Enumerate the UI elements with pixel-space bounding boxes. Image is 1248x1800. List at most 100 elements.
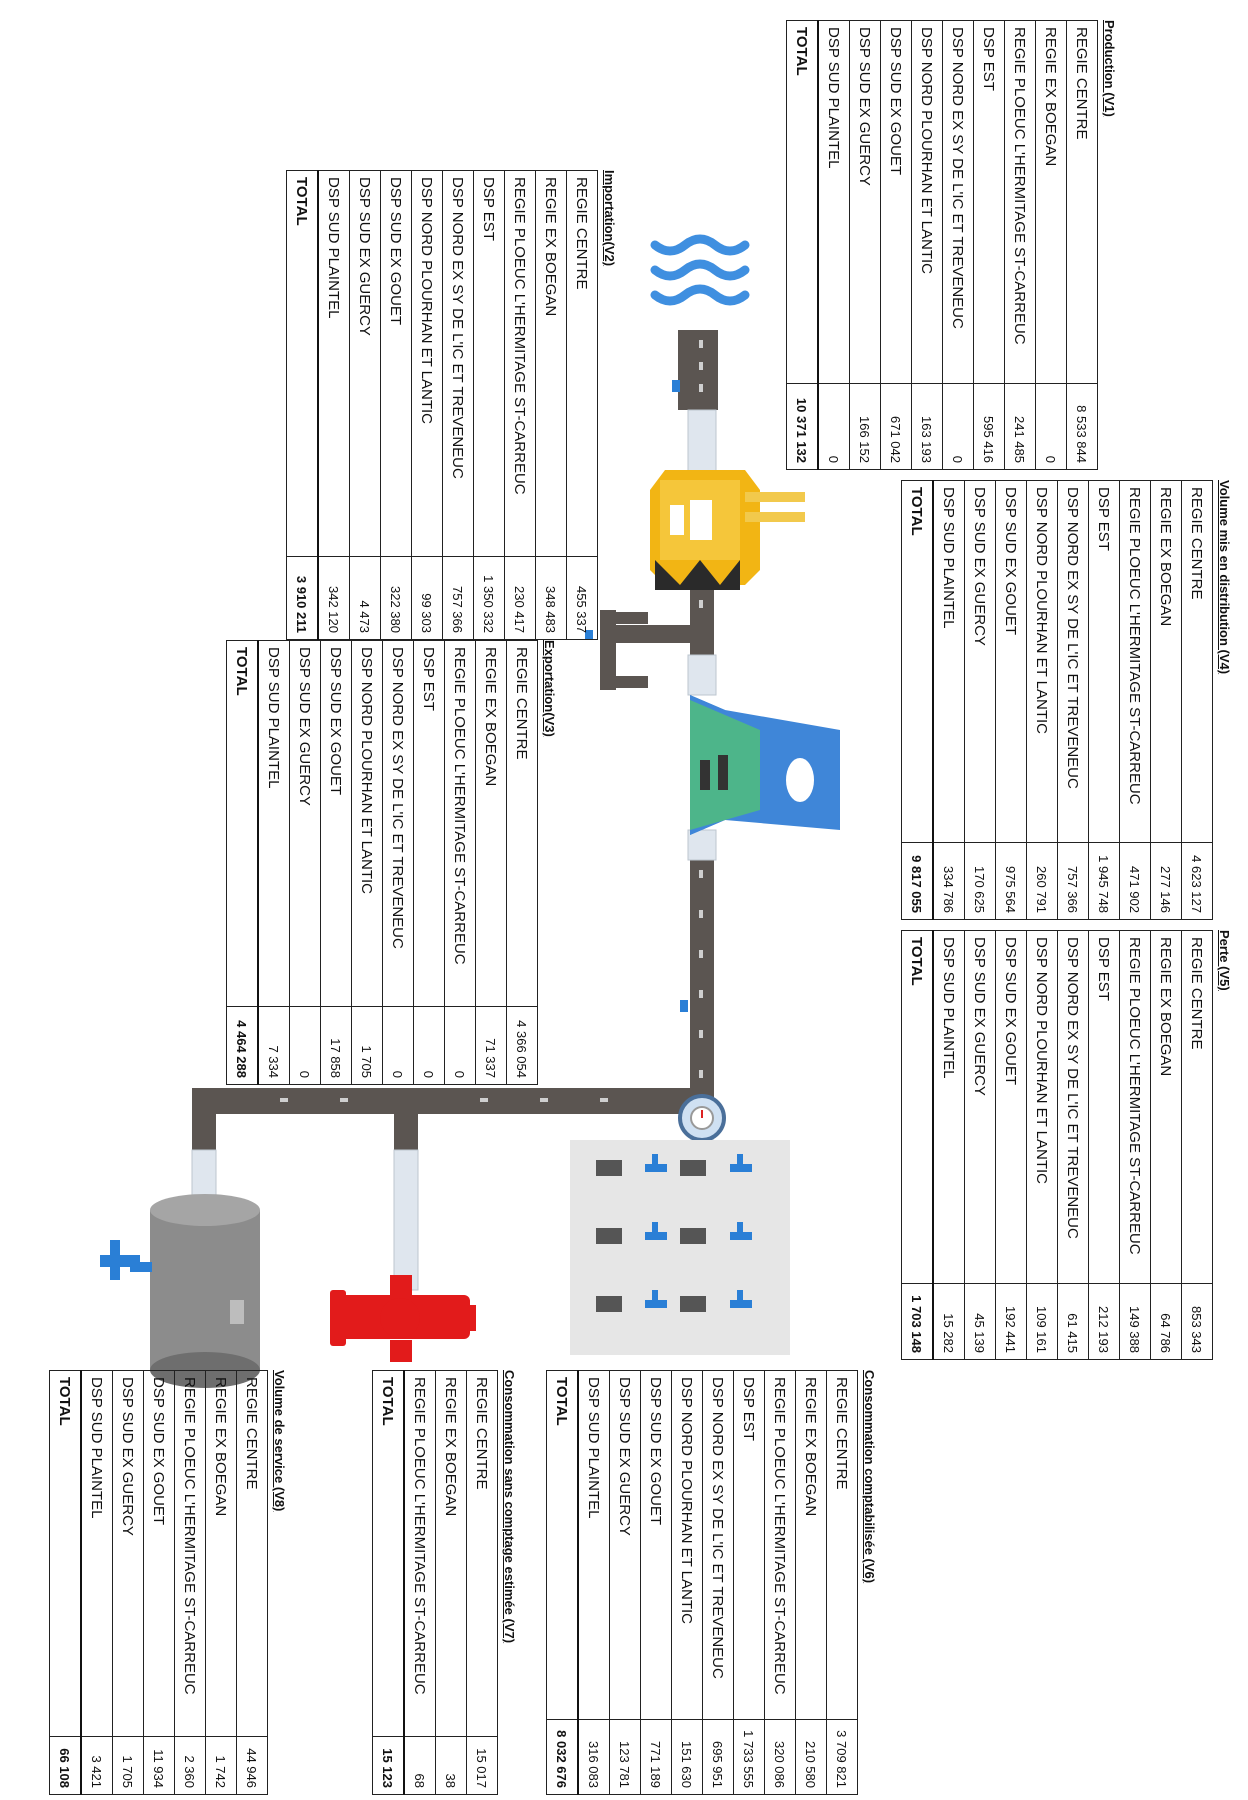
total-value: 3 910 211 — [286, 556, 318, 640]
row-value: 1 350 332 — [473, 556, 505, 640]
row-value: 0 — [1035, 383, 1067, 470]
row-value: 0 — [444, 1006, 476, 1085]
row-value: 3 421 — [81, 1736, 113, 1795]
row-value: 109 161 — [1026, 1283, 1058, 1360]
table-title: Volume de service (V8) — [272, 1370, 287, 1512]
total-value: 9 817 055 — [901, 842, 933, 920]
row-value: 99 303 — [411, 556, 443, 640]
row-value: 4 623 127 — [1181, 842, 1213, 920]
pipe-light-3 — [687, 829, 717, 861]
row-label: REGIE CENTRE — [236, 1370, 268, 1737]
row-value: 757 366 — [1057, 842, 1089, 920]
row-value: 163 193 — [911, 383, 943, 470]
row-value: 8 533 844 — [1066, 383, 1098, 470]
pipe-after-tower-segment — [690, 860, 714, 1100]
row-label: DSP SUD EX GUERCY — [349, 170, 381, 557]
row-value: 316 083 — [578, 1719, 610, 1795]
row-value: 230 417 — [504, 556, 536, 640]
total-label: TOTAL — [901, 930, 933, 1284]
row-value: 61 415 — [1057, 1283, 1089, 1360]
total-label: TOTAL — [372, 1370, 404, 1737]
row-value: 342 120 — [318, 556, 350, 640]
row-label: DSP SUD PLAINTEL — [933, 930, 965, 1284]
pipe-hydrant-light — [393, 1149, 419, 1291]
row-value: 170 625 — [964, 842, 996, 920]
row-value: 277 146 — [1150, 842, 1182, 920]
total-label: TOTAL — [786, 20, 818, 384]
row-label: DSP SUD EX GUERCY — [289, 640, 321, 1007]
service-tank-icon — [100, 1194, 260, 1388]
row-value: 348 483 — [535, 556, 567, 640]
pipe-export-branch — [612, 625, 692, 643]
pipe-export-vertical — [600, 610, 616, 690]
row-value: 2 360 — [174, 1736, 206, 1795]
total-value: 15 123 — [372, 1736, 404, 1795]
row-value: 15 017 — [466, 1736, 498, 1795]
row-label: DSP SUD EX GOUET — [143, 1370, 175, 1737]
row-value: 334 786 — [933, 842, 965, 920]
total-value: 4 464 288 — [226, 1006, 258, 1085]
total-label: TOTAL — [226, 640, 258, 1007]
row-value: 192 441 — [995, 1283, 1027, 1360]
row-label: DSP EST — [1088, 480, 1120, 843]
table-title: Importation(V2) — [602, 170, 617, 267]
total-value: 66 108 — [49, 1736, 81, 1795]
row-label: REGIE EX BOEGAN — [795, 1370, 827, 1720]
row-value: 1 705 — [112, 1736, 144, 1795]
row-label: REGIE PLOEUC L'HERMITAGE ST-CARREUC — [404, 1370, 436, 1737]
total-label: TOTAL — [546, 1370, 578, 1720]
row-label: DSP NORD EX SY DE L'IC ET TREVENEUC — [1057, 480, 1089, 843]
row-label: REGIE CENTRE — [1181, 480, 1213, 843]
row-value: 149 388 — [1119, 1283, 1151, 1360]
table-title: Production (V1) — [1102, 20, 1117, 117]
row-label: DSP NORD PLOURHAN ET LANTIC — [1026, 930, 1058, 1284]
row-label: REGIE EX BOEGAN — [535, 170, 567, 557]
row-value: 671 042 — [880, 383, 912, 470]
row-label: DSP NORD EX SY DE L'IC ET TREVENEUC — [382, 640, 414, 1007]
row-label: DSP NORD EX SY DE L'IC ET TREVENEUC — [702, 1370, 734, 1720]
total-label: TOTAL — [286, 170, 318, 557]
row-value: 64 786 — [1150, 1283, 1182, 1360]
row-label: REGIE CENTRE — [506, 640, 538, 1007]
row-value: 260 791 — [1026, 842, 1058, 920]
row-label: DSP SUD EX GUERCY — [112, 1370, 144, 1737]
row-label: DSP SUD EX GOUET — [880, 20, 912, 384]
row-label: REGIE PLOEUC L'HERMITAGE ST-CARREUC — [1004, 20, 1036, 384]
table-title: Consommation sans comptage estimée (V7) — [502, 1370, 517, 1644]
row-label: DSP EST — [473, 170, 505, 557]
consumer-taps-icon — [570, 1140, 790, 1355]
row-value: 595 416 — [973, 383, 1005, 470]
